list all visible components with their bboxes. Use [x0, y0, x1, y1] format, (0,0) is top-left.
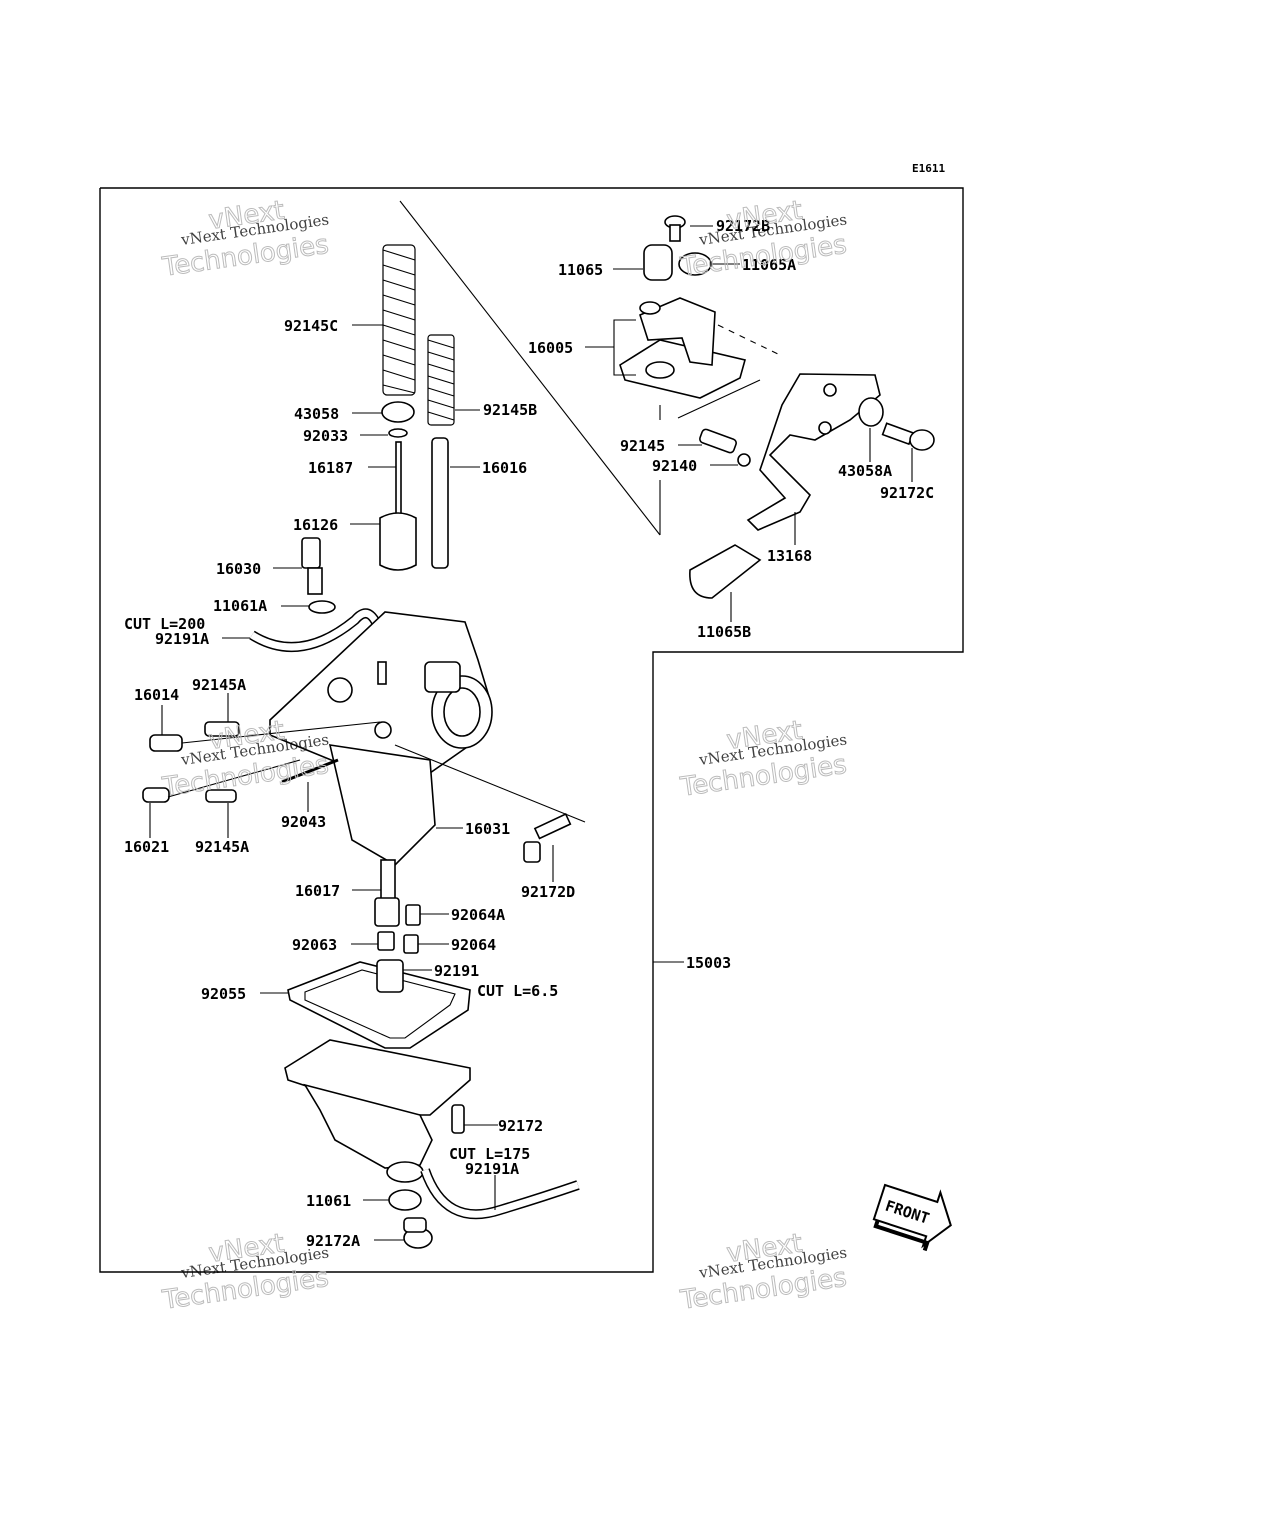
part-16126	[379, 512, 417, 571]
label-92033: 92033	[303, 427, 348, 445]
label-92191: 92191	[434, 962, 479, 980]
part-13168	[746, 373, 881, 531]
label-11065: 11065	[558, 261, 603, 279]
spring-92145b	[427, 334, 455, 426]
part-43058a	[858, 397, 884, 427]
label-16017: 16017	[295, 882, 340, 900]
spring-92145a-top	[204, 721, 240, 737]
label-92172a: 92172A	[306, 1232, 360, 1250]
label-92055: 92055	[201, 985, 246, 1003]
part-11061a	[308, 600, 336, 614]
label-92191a-bot: 92191A	[465, 1160, 519, 1178]
front-arrow-icon: FRONT	[872, 1183, 952, 1252]
part-92172d	[523, 813, 572, 863]
spring-92145c	[382, 244, 416, 396]
part-16021	[142, 787, 170, 803]
part-16017	[374, 859, 400, 927]
label-92145c: 92145C	[284, 317, 338, 335]
label-16005: 16005	[528, 339, 573, 357]
spring-92145a-bot	[205, 789, 237, 803]
label-92172d: 92172D	[521, 883, 575, 901]
label-92064: 92064	[451, 936, 496, 954]
label-92145: 92145	[620, 437, 665, 455]
label-92172b: 92172B	[716, 217, 770, 235]
part-16005	[619, 297, 746, 399]
spring-92145	[699, 428, 737, 454]
part-16187	[395, 441, 402, 523]
label-92172: 92172	[498, 1117, 543, 1135]
guide-line	[677, 379, 761, 419]
part-16014	[149, 734, 183, 752]
label-16030: 16030	[216, 560, 261, 578]
part-43058	[381, 401, 415, 423]
label-16187: 16187	[308, 459, 353, 477]
label-11065a: 11065A	[742, 256, 796, 274]
label-92063: 92063	[292, 936, 337, 954]
label-92064a: 92064A	[451, 906, 505, 924]
label-92043: 92043	[281, 813, 326, 831]
diagram-code: E1611	[912, 162, 945, 175]
part-16030	[301, 537, 323, 595]
part-92063	[377, 931, 395, 951]
part-92064	[403, 934, 419, 954]
float-bowl	[284, 1039, 471, 1183]
part-92172a	[403, 1217, 433, 1249]
label-15003: 15003	[686, 954, 731, 972]
label-92145a-top: 92145A	[192, 676, 246, 694]
leader-lines	[149, 225, 913, 1241]
label-cut-l175: CUT L=175	[449, 1145, 530, 1163]
label-43058: 43058	[294, 405, 339, 423]
guide-line	[399, 200, 661, 536]
part-92172b	[664, 215, 686, 242]
part-11061	[388, 1189, 422, 1211]
label-43058a: 43058A	[838, 462, 892, 480]
label-92140: 92140	[652, 457, 697, 475]
label-92145a-bot: 92145A	[195, 838, 249, 856]
label-11061: 11061	[306, 1192, 351, 1210]
label-13168: 13168	[767, 547, 812, 565]
label-16016: 16016	[482, 459, 527, 477]
part-16016	[431, 437, 449, 569]
label-92191a-top: 92191A	[155, 630, 209, 648]
carburetor-body	[269, 611, 493, 867]
label-16031: 16031	[465, 820, 510, 838]
label-cut-l200: CUT L=200	[124, 615, 205, 633]
part-92043	[281, 758, 339, 784]
label-16126: 16126	[293, 516, 338, 534]
part-92064a	[405, 904, 421, 926]
label-92172c: 92172C	[880, 484, 934, 502]
label-11065b: 11065B	[697, 623, 751, 641]
part-11065b	[689, 544, 762, 599]
label-cut-l65: CUT L=6.5	[477, 982, 558, 1000]
assembly-frame	[99, 187, 964, 1273]
part-92172c	[881, 422, 935, 451]
part-92033	[388, 428, 408, 438]
part-92140	[737, 453, 751, 467]
label-11061a: 11061A	[213, 597, 267, 615]
label-16014: 16014	[134, 686, 179, 704]
label-16021: 16021	[124, 838, 169, 856]
part-11065	[643, 244, 673, 281]
part-92191	[376, 959, 404, 993]
part-92172	[451, 1104, 465, 1134]
label-92145b: 92145B	[483, 401, 537, 419]
